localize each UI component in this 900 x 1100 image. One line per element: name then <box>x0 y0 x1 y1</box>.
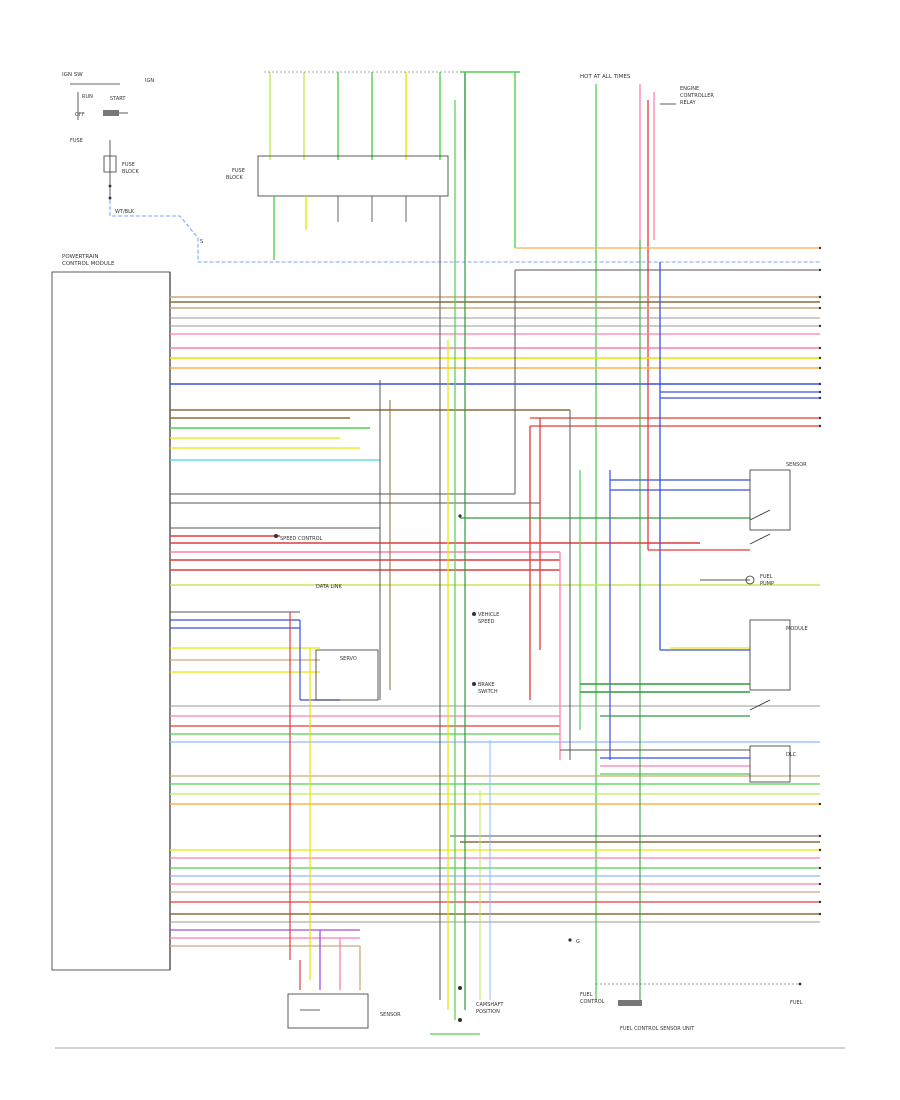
ignition-switch-area: IGN SW IGN RUN START OFF FUSE FUSE BLOCK <box>62 72 154 200</box>
pcm-label-2: CONTROL MODULE <box>62 261 115 267</box>
ign-off-label: OFF <box>75 112 85 118</box>
pdc-label: HOT AT ALL TIMES <box>580 74 631 80</box>
fuse-block-text: FUSE <box>232 168 245 174</box>
fcsu-unit-label: FUEL CONTROL SENSOR UNIT <box>620 1026 695 1032</box>
o2-sensor-label: SENSOR <box>380 1012 401 1018</box>
fuse-block-text-2: BLOCK <box>226 175 243 181</box>
right-components: SENSOR FUEL PUMP MODULE DLC <box>745 246 822 916</box>
component-label-2: FUEL <box>760 574 773 580</box>
bottom-sensor-box <box>287 993 369 1029</box>
brake-label-2: SWITCH <box>478 689 498 695</box>
vehicle-label: VEHICLE <box>478 612 499 618</box>
component-label-1: SENSOR <box>786 462 807 468</box>
fuse-block-label: FUSE <box>122 162 135 168</box>
powertrain-control-module: POWERTRAIN CONTROL MODULE <box>51 254 171 971</box>
splice-label: S <box>200 239 203 245</box>
ground-label: G <box>576 939 580 945</box>
ign-run-label: RUN <box>82 94 93 100</box>
fcsu-contact <box>618 1000 642 1006</box>
ignition-switch-label: IGN SW <box>62 72 83 78</box>
dlc-label: DATA LINK <box>316 584 342 590</box>
relay-label-3: RELAY <box>680 100 697 106</box>
middle-components: SPEED CONTROL DATA LINK SERVO VEHICLE SP… <box>274 514 499 701</box>
right-sensor-box-3 <box>749 745 791 783</box>
wire-ign-feed-dashed <box>109 200 820 263</box>
vehicle-label-2: SPEED <box>478 619 495 625</box>
cam-sensor-label: CAMSHAFT <box>476 1002 504 1008</box>
speed-control-label: SPEED CONTROL <box>280 536 323 542</box>
component-label-2b: PUMP <box>760 581 774 587</box>
ignition-switch-note: IGN <box>145 78 154 84</box>
vertical-wires <box>289 100 820 1020</box>
relay-label-2: CONTROLLER <box>680 93 714 99</box>
right-sensor-box-2 <box>749 619 791 691</box>
servo-label: SERVO <box>340 656 357 662</box>
fuse-block-box <box>257 155 449 197</box>
component-label-3: MODULE <box>786 626 808 632</box>
ign-start-label: START <box>110 96 126 102</box>
wire-label-ign: WT/BLK <box>115 209 135 215</box>
cam-sensor-label-2: POSITION <box>476 1009 500 1015</box>
relay-label: ENGINE <box>680 86 699 92</box>
pcm-box <box>51 271 171 971</box>
fuse-columns: FUSE BLOCK <box>226 71 520 260</box>
pdc-area: HOT AT ALL TIMES ENGINE CONTROLLER RELAY <box>580 74 714 1000</box>
switch-contact <box>103 110 119 116</box>
fcsu-label-2: CONTROL <box>580 999 605 1005</box>
fcsu-label: FUEL <box>580 992 593 998</box>
brake-label: BRAKE <box>478 682 495 688</box>
fuse-block-label-2: BLOCK <box>122 169 139 175</box>
servo-box <box>315 649 379 701</box>
pcm-label-1: POWERTRAIN <box>62 254 98 260</box>
pcm-wire-bus <box>170 296 820 947</box>
fuel-pump-label: FUEL <box>790 1000 803 1006</box>
right-sensor-box-1 <box>749 469 791 531</box>
bottom-components: SENSOR CAMSHAFT POSITION FUEL CONTROL FU… <box>287 938 803 1035</box>
fuse-label: FUSE <box>70 138 83 144</box>
component-label-4: DLC <box>786 752 797 758</box>
